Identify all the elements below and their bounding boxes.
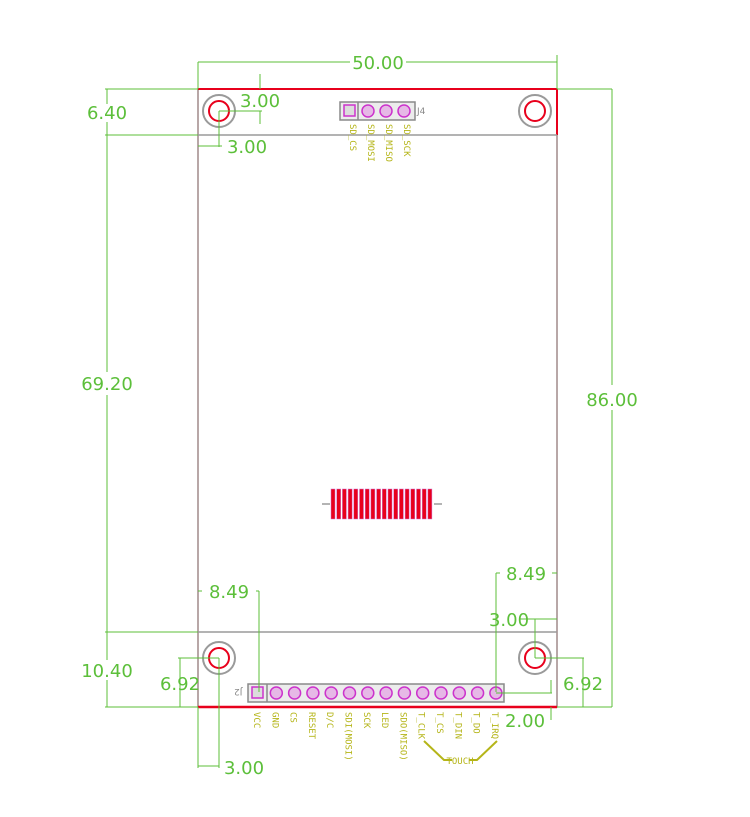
dim-board-height: 86.00 <box>557 88 638 708</box>
j2-pin-label: D/C <box>324 712 334 728</box>
j4-ref-label: J4 <box>416 107 426 117</box>
j2-pin-label: GND <box>269 712 279 728</box>
dim-right-hole-bottom: 6.92 <box>535 657 603 708</box>
dim-top-hole-x-label: 3.00 <box>227 137 267 158</box>
j2-pin-label: T_DO <box>471 712 481 734</box>
connector-j4: J4 <box>339 101 426 121</box>
j2-pad <box>342 686 357 700</box>
j2-pin-label: T_CLK <box>416 712 426 740</box>
j2-pad <box>324 686 338 700</box>
dim-display-height: 69.20 <box>81 135 198 633</box>
j2-pin-label: VCC <box>251 712 261 728</box>
pcb-board <box>197 88 558 709</box>
dim-bottom-left-hole-x-label: 3.00 <box>224 758 264 779</box>
j4-pin-labels: SD_CS SD_MOSI SD_MISO SD_SCK <box>347 124 411 162</box>
mounting-hole-top-right <box>518 94 552 128</box>
dim-header-to-edge: 2.00 <box>496 680 552 732</box>
j2-pin-label: SCK <box>361 712 371 729</box>
dim-display-height-label: 69.20 <box>81 374 133 395</box>
j2-pad <box>287 686 302 700</box>
j2-pin-labels: VCC GND CS RESET D/C SDI(MOSI) SCK LED SDO(MISO)… <box>251 712 499 761</box>
dim-header-to-edge-label: 2.00 <box>505 711 545 732</box>
dim-top-hole-x: 3.00 <box>198 111 267 158</box>
dim-top-margin-label: 6.40 <box>87 103 127 124</box>
dim-right-hole-bottom-label: 6.92 <box>563 674 603 695</box>
dim-left-hole-bottom: 6.92 <box>160 657 219 708</box>
dim-board-height-label: 86.00 <box>586 390 638 411</box>
j2-pin-label: T_CS <box>434 712 444 734</box>
j2-ref-label: J2 <box>234 686 243 696</box>
j4-pin-label: SD_CS <box>347 124 357 151</box>
j2-pin-label: SDO(MISO) <box>397 712 407 761</box>
dim-bottom-left-hole-x: 3.00 <box>197 658 264 779</box>
j4-pin-label: SD_MISO <box>383 124 393 162</box>
j2-pad <box>452 686 467 700</box>
touch-group-bracket: TOUCH <box>423 740 498 767</box>
dim-bottom-right-hole-x: 3.00 <box>489 610 557 658</box>
dim-top-margin: 6.40 <box>87 88 198 136</box>
dim-left-hole-bottom-label: 6.92 <box>160 674 200 695</box>
j2-pin-label: CS <box>288 712 298 723</box>
dim-bottom-right-hole-x-label: 3.00 <box>489 610 529 631</box>
j2-pin-label: T_DIN <box>452 712 462 739</box>
j2-pin-label: RESET <box>306 712 316 740</box>
dim-bottom-margin-label: 10.40 <box>81 661 133 682</box>
j2-pad <box>415 686 430 700</box>
dim-left-header-offset-label: 8.49 <box>209 582 249 603</box>
touch-group-label: TOUCH <box>446 757 473 767</box>
flex-cable-connector <box>322 488 442 520</box>
dim-left-header-offset: 8.49 <box>198 582 260 692</box>
dim-top-hole-y: 3.00 <box>219 74 280 124</box>
j2-pin-label: T_IRQ <box>489 712 499 739</box>
j2-pad <box>269 686 284 700</box>
j4-pin-label: SD_SCK <box>401 124 411 157</box>
dim-right-header-offset-label: 8.49 <box>506 564 546 585</box>
connector-j2: J2 <box>234 683 505 703</box>
j2-pad <box>397 686 412 700</box>
dim-board-width-label: 50.00 <box>352 53 404 74</box>
j2-pad <box>434 686 448 700</box>
dim-right-header-offset: 8.49 <box>495 564 557 692</box>
j2-pad <box>306 686 320 700</box>
j4-pin-label: SD_MOSI <box>365 124 375 162</box>
j2-pin-label: SDI(MOSI) <box>343 712 353 761</box>
dim-top-hole-y-label: 3.00 <box>240 91 280 112</box>
j2-pad <box>361 686 375 700</box>
j2-pad <box>379 686 393 700</box>
j2-pad <box>470 686 485 700</box>
j2-pin-label: LED <box>379 712 389 728</box>
dim-board-width: 50.00 <box>197 53 558 89</box>
